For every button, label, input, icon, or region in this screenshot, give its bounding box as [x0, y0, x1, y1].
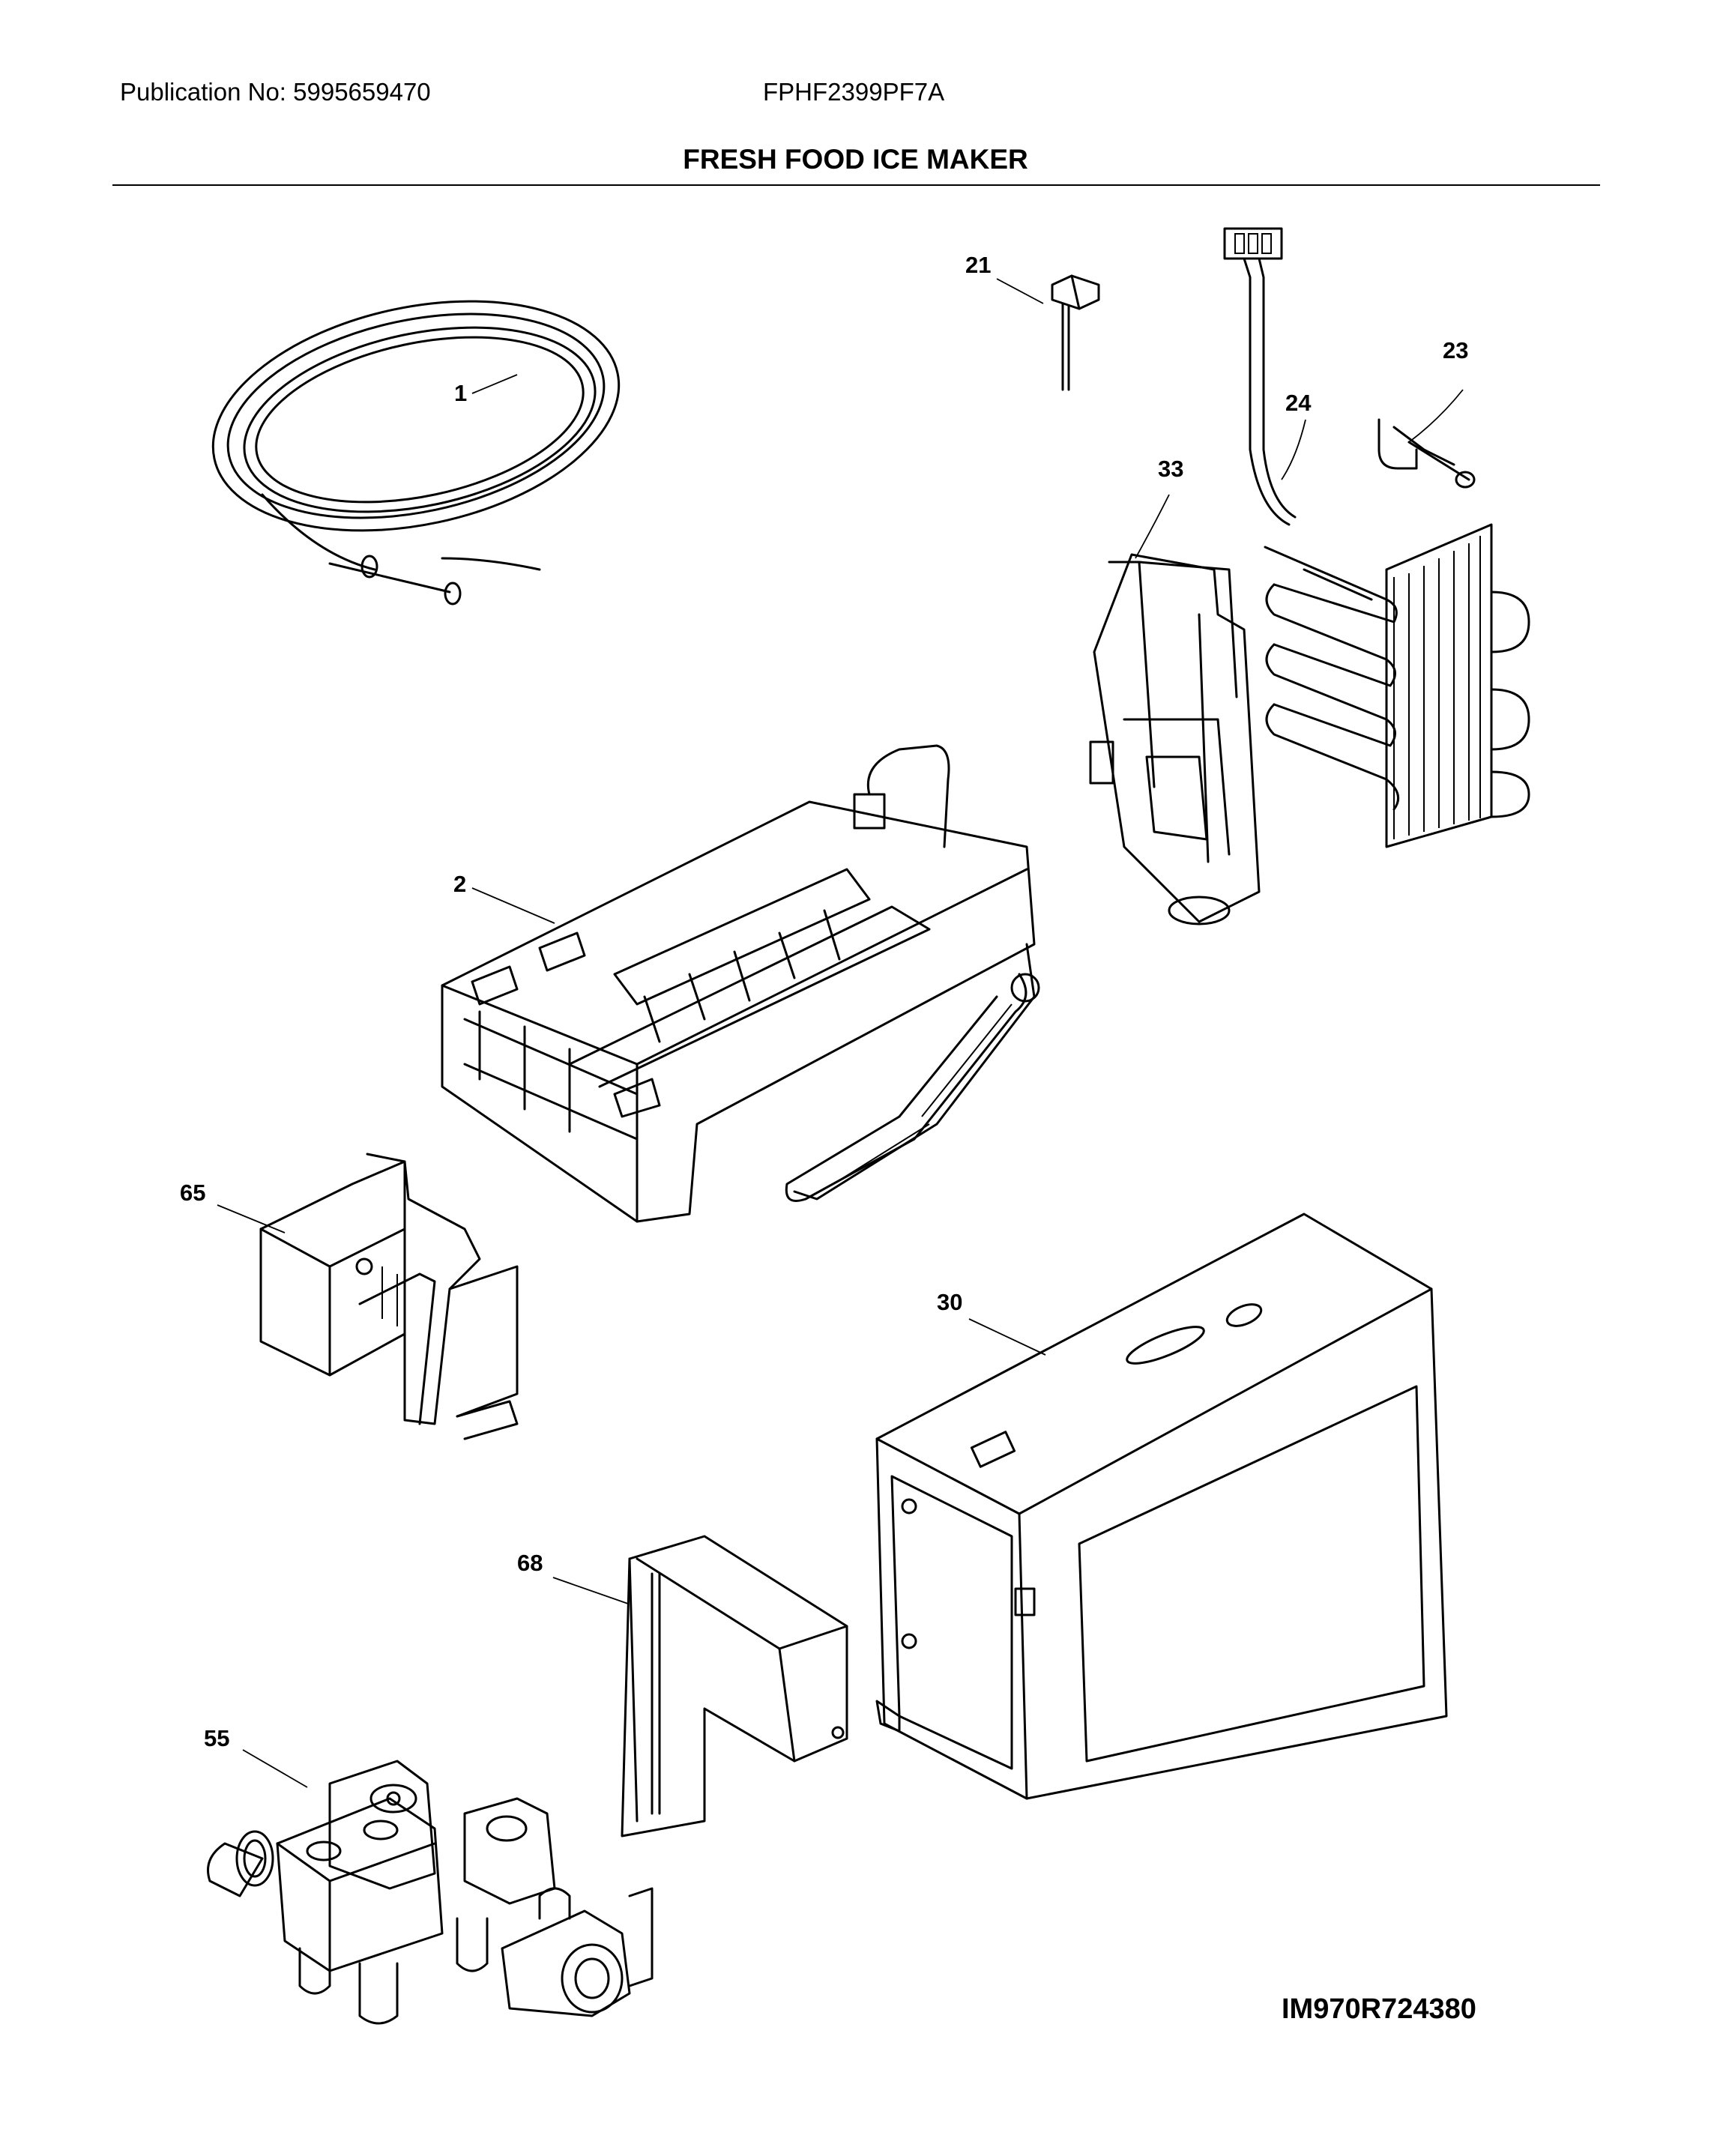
part-2-icemaker[interactable]: [441, 744, 1040, 1223]
callout-labels: 1 2 21 23 24 30 33 55 65 68: [180, 252, 1468, 1751]
callout-2[interactable]: 2: [453, 871, 466, 897]
leader-lines: [217, 278, 1464, 1788]
publication-number: Publication No: 5995659470: [120, 78, 431, 106]
callout-68[interactable]: 68: [517, 1550, 543, 1576]
part-1-tubing[interactable]: [192, 267, 640, 606]
callout-55[interactable]: 55: [204, 1725, 229, 1751]
image-code: IM970R724380: [1282, 1993, 1476, 2025]
callout-21[interactable]: 21: [965, 252, 991, 278]
part-33-bracket[interactable]: [1089, 553, 1261, 925]
callout-65[interactable]: 65: [180, 1180, 205, 1206]
header-divider: [112, 184, 1600, 186]
part-65-chute[interactable]: [259, 1153, 519, 1440]
part-21-sensor[interactable]: [1051, 274, 1100, 391]
callout-33[interactable]: 33: [1158, 456, 1183, 482]
part-30-housing[interactable]: [875, 1213, 1448, 1800]
part-23-evaporator[interactable]: [1264, 418, 1530, 848]
part-55-valve[interactable]: [207, 1760, 654, 2025]
page-title: FRESH FOOD ICE MAKER: [683, 144, 1028, 175]
callout-23[interactable]: 23: [1443, 337, 1468, 363]
part-68-cover[interactable]: [621, 1535, 848, 1838]
part-24-harness[interactable]: [1223, 227, 1297, 526]
model-number: FPHF2399PF7A: [763, 78, 945, 106]
callout-1[interactable]: 1: [454, 380, 467, 406]
callout-24[interactable]: 24: [1285, 390, 1312, 416]
callout-30[interactable]: 30: [937, 1289, 962, 1315]
